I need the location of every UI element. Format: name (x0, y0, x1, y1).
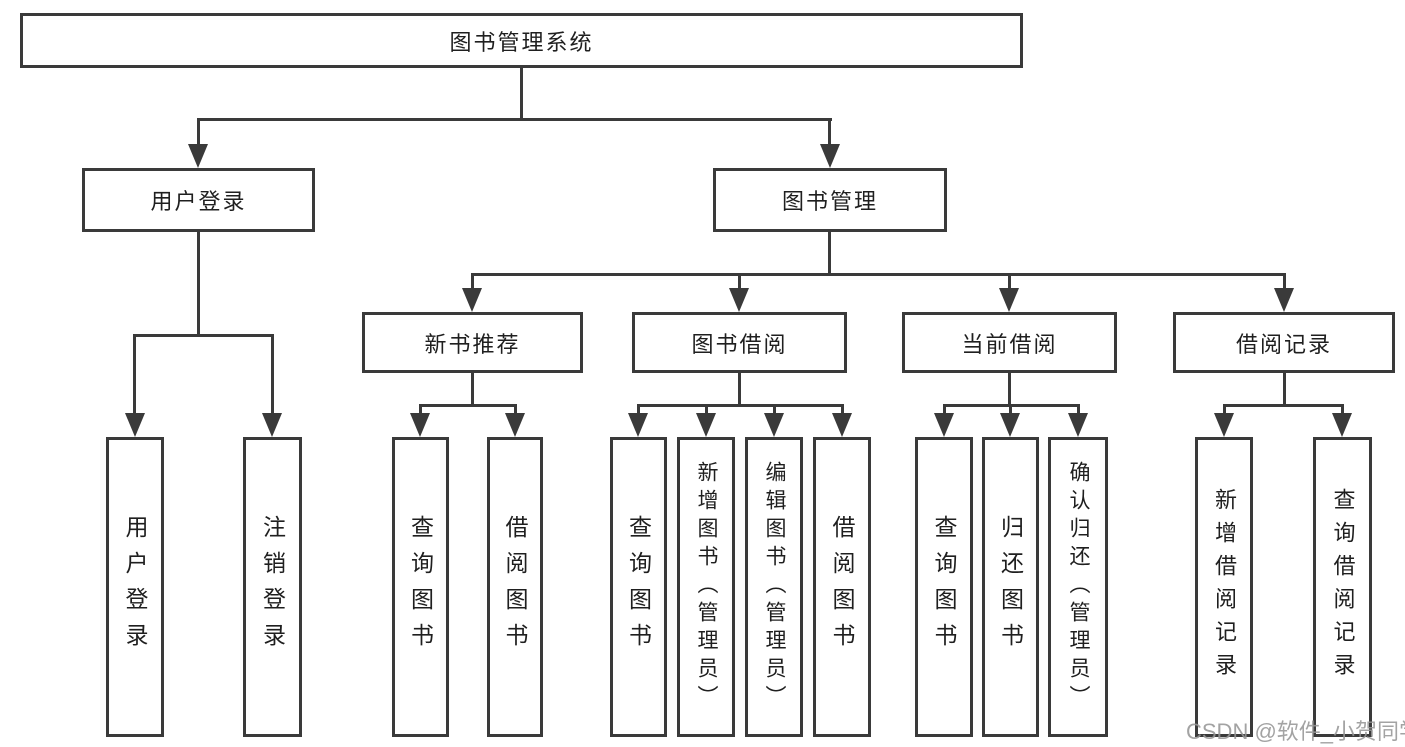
arrowhead-user-login (188, 144, 208, 168)
node-book-management: 图书管理 (713, 168, 947, 232)
connector-user-login-hline (133, 334, 274, 337)
arrowhead-sec1-leaf-3 (764, 413, 784, 437)
node-borrow-records: 借阅记录 (1173, 312, 1395, 373)
connector-sec2-drop-2 (1009, 404, 1012, 414)
arrowhead-book-borrowing (729, 288, 749, 312)
connector-sec0-drop-1 (419, 404, 422, 414)
connector-sec1-stem (738, 373, 741, 404)
leaf-confirm-return-admin: 确认归还（管理员） (1048, 437, 1108, 737)
leaf-query-books-recommend: 查询图书 (392, 437, 449, 737)
leaf-query-borrow-record-label: 查询借阅记录 (1330, 488, 1356, 686)
arrowhead-sec1-leaf-1 (628, 413, 648, 437)
node-new-book-recommend: 新书推荐 (362, 312, 583, 373)
connector-level2-drop-left (197, 118, 200, 146)
connector-sec1-hline (637, 404, 844, 407)
connector-sec1-drop-2 (705, 404, 708, 414)
connector-user-login-drop-2 (271, 334, 274, 414)
leaf-return-books-label: 归还图书 (997, 515, 1024, 659)
connector-book-management-stem (828, 232, 831, 273)
arrowhead-sec2-leaf-3 (1068, 413, 1088, 437)
connector-sec3-stem (1283, 373, 1286, 404)
node-root-label: 图书管理系统 (449, 29, 594, 55)
connector-sec0-hline (419, 404, 517, 407)
node-book-borrowing-label: 图书借阅 (691, 331, 788, 357)
connector-sec1-drop-1 (637, 404, 640, 414)
node-root: 图书管理系统 (20, 13, 1023, 68)
arrowhead-sec3-leaf-2 (1332, 413, 1352, 437)
connector-user-login-drop-1 (133, 334, 136, 414)
connector-sec2-drop-3 (1077, 404, 1080, 414)
connector-sec0-drop-2 (514, 404, 517, 414)
node-book-management-label: 图书管理 (781, 189, 878, 214)
leaf-edit-books-admin-label: 编辑图书（管理员） (763, 461, 786, 713)
arrowhead-leaf-logout (262, 413, 282, 437)
node-current-borrowing: 当前借阅 (902, 312, 1117, 373)
leaf-add-books-admin: 新增图书（管理员） (677, 437, 735, 737)
arrowhead-book-management (820, 144, 840, 168)
arrowhead-current-borrowing (999, 288, 1019, 312)
leaf-borrow-books-recommend: 借阅图书 (487, 437, 543, 737)
connector-sec3-drop-2 (1341, 404, 1344, 414)
leaf-query-books-current: 查询图书 (915, 437, 973, 737)
leaf-query-books-borrowing: 查询图书 (610, 437, 667, 737)
leaf-query-borrow-record: 查询借阅记录 (1313, 437, 1372, 737)
connector-level3-drop-1 (471, 273, 474, 291)
connector-sec1-drop-3 (773, 404, 776, 414)
arrowhead-sec0-leaf-1 (410, 413, 430, 437)
node-borrow-records-label: 借阅记录 (1235, 331, 1332, 357)
leaf-add-books-admin-label: 新增图书（管理员） (695, 461, 718, 713)
connector-sec3-drop-1 (1223, 404, 1226, 414)
leaf-logout: 注销登录 (243, 437, 302, 737)
leaf-confirm-return-admin-label: 确认归还（管理员） (1067, 461, 1090, 713)
leaf-edit-books-admin: 编辑图书（管理员） (745, 437, 803, 737)
connector-level3-drop-2 (738, 273, 741, 291)
leaf-user-login-label: 用户登录 (122, 515, 148, 659)
node-new-book-recommend-label: 新书推荐 (424, 331, 521, 357)
leaf-borrow-books-borrowing: 借阅图书 (813, 437, 871, 737)
leaf-query-books-recommend-label: 查询图书 (407, 515, 434, 659)
csdn-watermark: CSDN @软件_小贺同学 (1186, 719, 1405, 744)
connector-level3-drop-4 (1283, 273, 1286, 291)
leaf-query-books-current-label: 查询图书 (931, 515, 957, 659)
arrowhead-borrow-records (1274, 288, 1294, 312)
connector-level2-drop-right (828, 118, 831, 146)
leaf-user-login: 用户登录 (106, 437, 164, 737)
arrowhead-sec1-leaf-4 (832, 413, 852, 437)
arrowhead-sec2-leaf-1 (934, 413, 954, 437)
connector-level3-hline (471, 273, 1285, 276)
connector-root-stem (520, 68, 523, 118)
connector-level3-drop-3 (1008, 273, 1011, 291)
leaf-return-books: 归还图书 (982, 437, 1039, 737)
connector-sec0-stem (471, 373, 474, 404)
arrowhead-sec3-leaf-1 (1214, 413, 1234, 437)
node-user-login: 用户登录 (82, 168, 315, 232)
node-current-borrowing-label: 当前借阅 (961, 331, 1058, 357)
leaf-query-books-borrowing-label: 查询图书 (625, 515, 652, 659)
connector-level2-hline (197, 118, 832, 121)
arrowhead-new-book-recommend (462, 288, 482, 312)
leaf-borrow-books-recommend-label: 借阅图书 (502, 515, 528, 659)
arrowhead-sec0-leaf-2 (505, 413, 525, 437)
arrowhead-sec2-leaf-2 (1000, 413, 1020, 437)
node-user-login-label: 用户登录 (150, 189, 247, 214)
connector-sec3-hline (1223, 404, 1344, 407)
leaf-add-borrow-record: 新增借阅记录 (1195, 437, 1253, 737)
connector-user-login-stem (197, 232, 200, 334)
leaf-logout-label: 注销登录 (259, 515, 286, 659)
connector-sec1-drop-4 (841, 404, 844, 414)
arrowhead-sec1-leaf-2 (696, 413, 716, 437)
arrowhead-leaf-user-login (125, 413, 145, 437)
leaf-borrow-books-borrowing-label: 借阅图书 (829, 515, 855, 659)
node-book-borrowing: 图书借阅 (632, 312, 847, 373)
connector-sec2-drop-1 (943, 404, 946, 414)
leaf-add-borrow-record-label: 新增借阅记录 (1212, 488, 1237, 686)
connector-sec2-stem (1008, 373, 1011, 404)
